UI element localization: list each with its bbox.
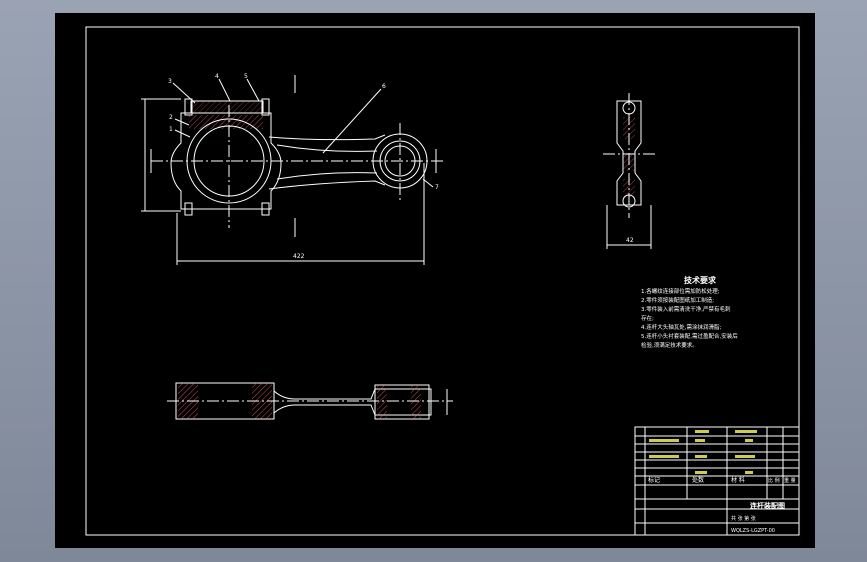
title-block: 标记 处数 材 料 比 例 重 量 连杆装配图 共 张 第 张 WQLZS-LG…: [634, 426, 800, 536]
part-label: 5: [244, 73, 248, 80]
side-profile: [616, 100, 642, 206]
drawing-title: 连杆装配图: [750, 501, 785, 510]
requirement-line: 存在;: [641, 314, 654, 322]
side-view: 42: [603, 93, 655, 249]
part-label: 7: [435, 184, 439, 191]
front-view: 422 3 4 5 2 1 6 7: [141, 73, 445, 265]
requirement-line: 4.连杆大头轴瓦处,需涂抹润滑脂;: [641, 323, 721, 331]
overall-length-dimension: 422: [293, 253, 305, 260]
requirements-title: 技术要求: [684, 275, 717, 285]
requirement-line: 1.各螺纹连接部位需加防松处理;: [641, 287, 720, 295]
drawing-code: WQLZS-LGZPT-00: [731, 528, 775, 534]
big-end-outline: [170, 112, 282, 210]
mark-header: 标记: [648, 476, 660, 484]
part-label: 1: [169, 126, 173, 133]
technical-requirements: 技术要求 1.各螺纹连接部位需加防松处理; 2.零件须按装配图纸加工制造; 3.…: [641, 275, 738, 349]
drawing-sheet: 422 3 4 5 2 1 6 7 42: [55, 13, 815, 548]
part-label: 6: [382, 83, 386, 90]
top-view: [167, 382, 453, 420]
count-header: 处数: [692, 476, 704, 484]
scale-label: 比 例: [768, 477, 780, 484]
part-label: 2: [169, 114, 173, 121]
weight-label: 重 量: [784, 477, 796, 484]
requirement-line: 5.连杆小头衬套装配,需过盈配合,安装后: [641, 332, 738, 340]
part-label: 3: [168, 78, 172, 85]
part-label: 4: [215, 73, 219, 80]
requirement-line: 3.零件装入前需清洗干净,严禁有毛刺: [641, 305, 731, 313]
side-width-dimension: 42: [626, 237, 634, 244]
drawing-canvas: 422 3 4 5 2 1 6 7 42: [85, 26, 800, 536]
requirement-line: 2.零件须按装配图纸加工制造;: [641, 296, 714, 304]
sheet-label: 共 张 第 张: [731, 515, 756, 522]
drawing-frame: [85, 26, 800, 536]
material-label: 材 料: [731, 476, 745, 484]
requirement-line: 检验,须满足技术要求。: [641, 341, 698, 349]
